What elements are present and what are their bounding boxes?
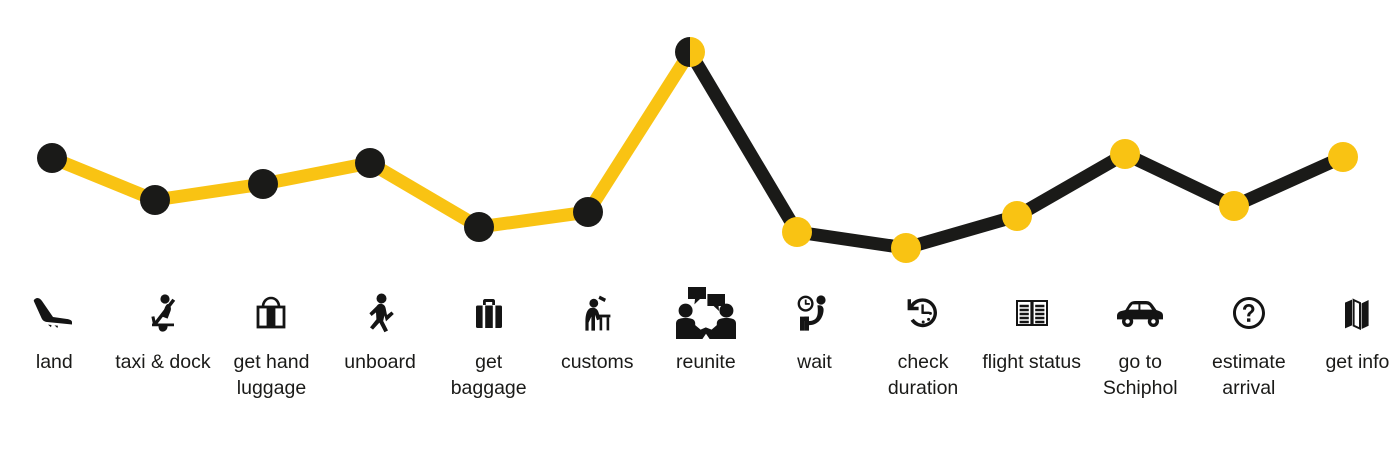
journey-step-wait[interactable]: wait — [760, 285, 869, 375]
journey-step-get-hand-luggage[interactable]: get hand luggage — [217, 285, 326, 401]
question-mark-circle-icon — [1228, 285, 1270, 341]
journey-step-taxi-dock[interactable]: taxi & dock — [109, 285, 218, 375]
journey-step-flight-status[interactable]: flight status — [977, 285, 1086, 375]
chart-line-segment — [261, 156, 372, 191]
chart-line-segment — [478, 205, 589, 234]
folded-map-icon — [1336, 285, 1378, 341]
journey-step-customs[interactable]: customs — [543, 285, 652, 375]
journey-step-check-duration[interactable]: check duration — [869, 285, 978, 401]
chart-data-point[interactable] — [464, 212, 494, 242]
journey-step-label: get info — [1325, 351, 1390, 373]
person-waiting-clock-icon — [792, 285, 836, 341]
journey-step-label: check duration — [887, 351, 959, 399]
airplane-landing-icon — [31, 285, 77, 341]
chart-data-point[interactable] — [782, 217, 812, 247]
chart-data-point[interactable] — [1328, 142, 1358, 172]
journey-step-label: go to Schiphol — [1102, 351, 1178, 399]
journey-step-get-info[interactable]: get info — [1303, 285, 1400, 375]
journey-step-land[interactable]: land — [0, 285, 109, 375]
hand-luggage-bag-icon — [250, 285, 292, 341]
journey-step-label: taxi & dock — [115, 351, 211, 373]
journey-step-reunite[interactable]: reunite — [652, 285, 761, 375]
chart-line-segment — [1231, 151, 1346, 212]
journey-step-label: wait — [797, 351, 832, 373]
seatbelt-icon — [141, 285, 185, 341]
car-icon — [1113, 285, 1167, 341]
chart-line-segment — [582, 48, 696, 216]
chart-data-point-split[interactable] — [675, 37, 705, 67]
chart-data-point[interactable] — [891, 233, 921, 263]
chart-data-point[interactable] — [1219, 191, 1249, 221]
chart-data-point[interactable] — [248, 169, 278, 199]
journey-line-chart-svg — [37, 37, 1358, 263]
chart-data-point-markers — [37, 37, 1358, 263]
chart-line-segment — [684, 48, 803, 236]
chart-line-segment — [49, 151, 158, 207]
suitcase-icon — [468, 285, 510, 341]
journey-step-label: unboard — [344, 351, 416, 373]
clock-arrow-icon — [900, 285, 946, 341]
walking-person-icon — [360, 285, 400, 341]
chart-data-point[interactable] — [140, 185, 170, 215]
journey-step-go-to-schiphol[interactable]: go to Schiphol — [1086, 285, 1195, 401]
journey-step-row: land taxi & dock — [0, 285, 1400, 452]
journey-step-label: land — [35, 351, 73, 373]
customs-officer-desk-icon — [576, 285, 618, 341]
chart-data-point[interactable] — [573, 197, 603, 227]
journey-step-label: customs — [560, 351, 634, 373]
chart-line-segment — [1122, 148, 1237, 212]
chart-line-segment — [1013, 148, 1129, 222]
split-marker-right-half — [690, 37, 705, 67]
chart-data-point[interactable] — [1002, 201, 1032, 231]
journey-step-estimate-arrival[interactable]: estimate arrival — [1195, 285, 1304, 401]
journey-step-label: get hand luggage — [233, 351, 310, 399]
chart-line-segment — [154, 177, 264, 207]
journey-step-get-baggage[interactable]: get baggage — [434, 285, 543, 401]
chart-data-point[interactable] — [1110, 139, 1140, 169]
journey-step-unboard[interactable]: unboard — [326, 285, 435, 375]
journey-step-label: reunite — [676, 351, 736, 373]
chart-line-segment — [366, 157, 483, 233]
chart-data-point[interactable] — [37, 143, 67, 173]
departure-board-icon — [1011, 285, 1053, 341]
journey-step-label: flight status — [982, 351, 1081, 373]
chart-line-segment — [796, 225, 907, 255]
chart-line-segment — [904, 209, 1019, 255]
journey-step-label: get baggage — [450, 351, 527, 399]
people-handshake-speech-icon — [672, 285, 740, 341]
split-marker-left-half — [675, 37, 690, 67]
journey-step-label: estimate arrival — [1211, 351, 1286, 399]
chart-data-point[interactable] — [355, 148, 385, 178]
chart-line-segments — [49, 48, 1346, 255]
